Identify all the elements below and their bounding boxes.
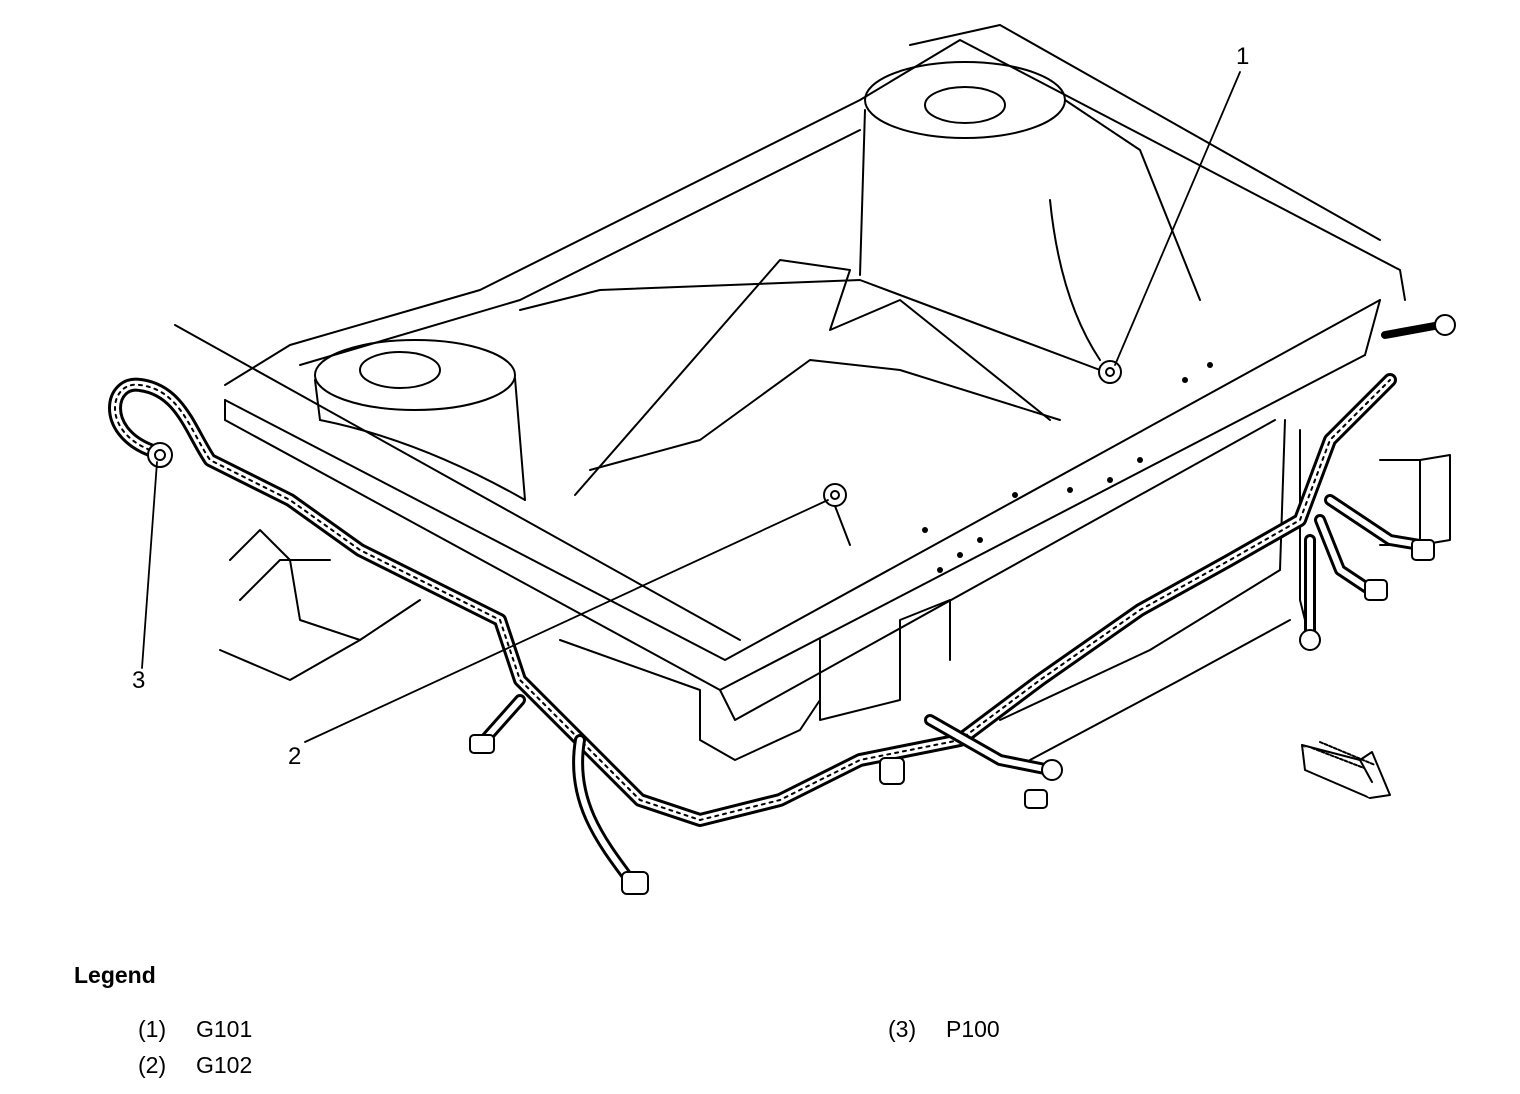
legend-title: Legend: [74, 962, 156, 988]
legend-item: (1) G101: [138, 1016, 252, 1043]
crossmember-holes: [922, 362, 1213, 573]
legend-item: (2) G102: [138, 1052, 252, 1079]
harness-connectors: [147, 314, 1456, 895]
legend-item-index: (3): [888, 1016, 917, 1042]
right-strut-tower: [859, 61, 1201, 361]
legend-item-label: G102: [196, 1052, 253, 1078]
front-direction-arrow: [1301, 741, 1391, 799]
legend-item: (3) P100: [888, 1016, 1000, 1043]
left-strut-tower: [314, 339, 526, 501]
ground-g101: [1098, 360, 1122, 384]
legend-item-label: G101: [196, 1016, 253, 1042]
legend-item-index: (2): [138, 1052, 167, 1078]
callout-1: 1: [1236, 43, 1249, 70]
ground-g102: [823, 483, 851, 546]
wiring-harness: [108, 373, 1426, 886]
front-frame-structure: [174, 24, 1451, 761]
wiring-diagram: 1 2 3: [108, 24, 1456, 895]
legend-item-index: (1): [138, 1016, 167, 1042]
callout-3: 3: [132, 667, 145, 694]
legend-item-label: P100: [946, 1016, 1000, 1042]
callout-leaders: [141, 71, 1241, 743]
callout-2: 2: [288, 743, 301, 770]
